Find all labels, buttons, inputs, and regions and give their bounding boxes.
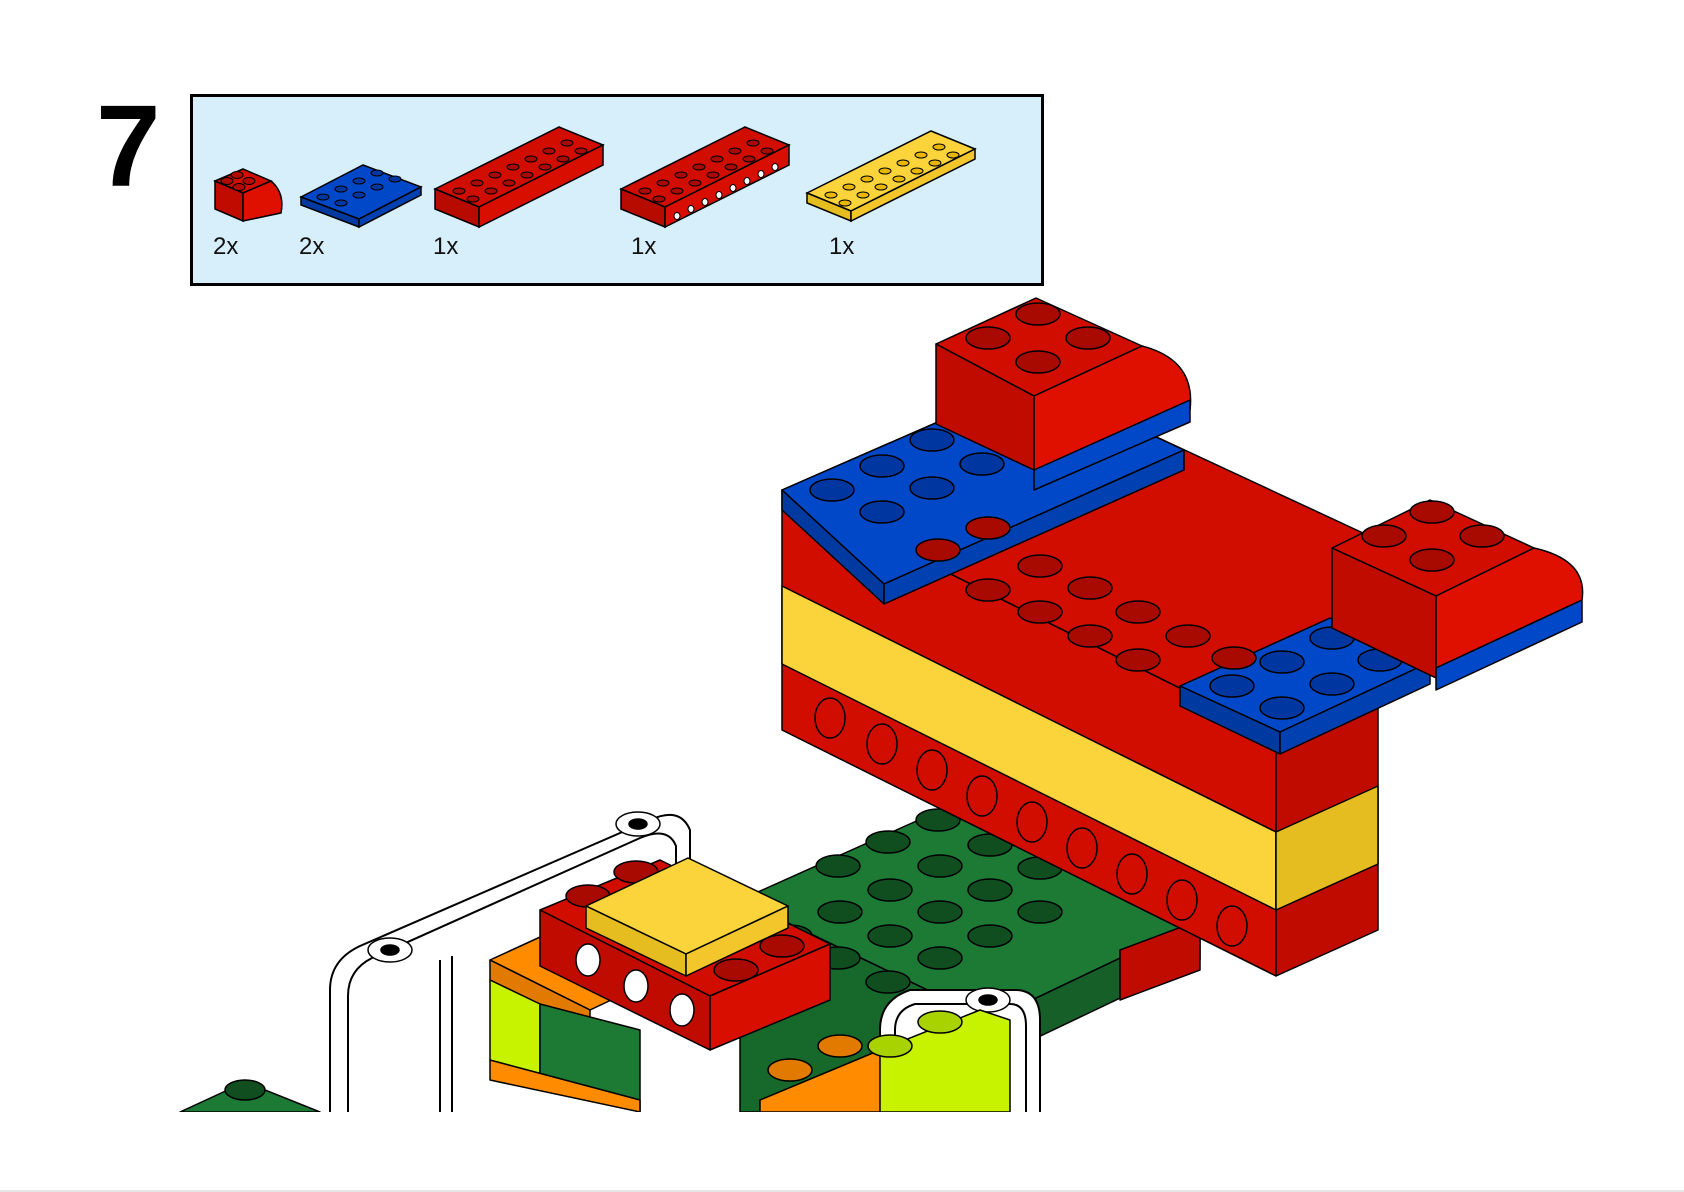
part-qty-3: 1x bbox=[433, 233, 459, 260]
page-bottom-edge bbox=[0, 1190, 1684, 1192]
step-number: 7 bbox=[96, 81, 161, 211]
parts-panel: 2x 2x 1x 1x 1x bbox=[190, 94, 1044, 286]
front-red-technic-brick bbox=[539, 857, 831, 1051]
red-curved-brick-icon bbox=[213, 168, 283, 223]
red-technic-beam-icon bbox=[619, 126, 791, 229]
part-qty-5: 1x bbox=[829, 233, 855, 260]
parts-illustrations bbox=[213, 126, 977, 229]
blue-plate-icon bbox=[299, 164, 423, 229]
part-qty-1: 2x bbox=[213, 233, 239, 260]
part-qty-4: 1x bbox=[631, 233, 657, 260]
yellow-plate-icon bbox=[805, 130, 977, 223]
red-long-brick-icon bbox=[433, 126, 605, 229]
main-beam-assembly bbox=[781, 297, 1584, 977]
part-qty-2: 2x bbox=[299, 233, 325, 260]
